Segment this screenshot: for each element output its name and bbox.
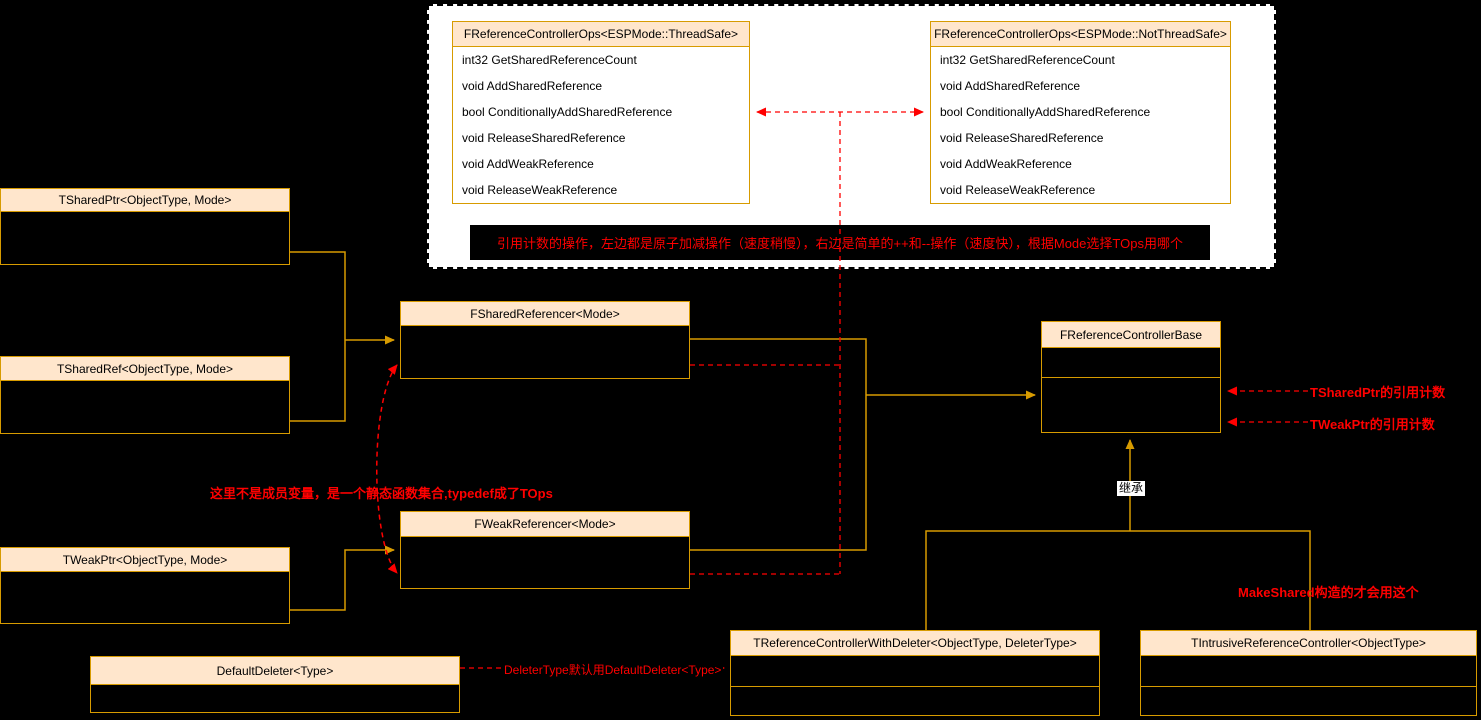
method-row: void ReleaseSharedReference (462, 131, 626, 145)
edge-tops-curve[interactable] (376, 364, 398, 574)
class-fsharedreferencer[interactable]: FSharedReferencer<Mode> (400, 301, 690, 379)
annotation-tops: 这里不是成员变量，是一个静态函数集合,typedef成了TOps (210, 486, 553, 501)
method-row: void ReleaseWeakReference (940, 183, 1096, 197)
class-title: TSharedPtr<ObjectType, Mode> (1, 189, 289, 212)
edge-inheritance-bracket[interactable] (925, 530, 1311, 630)
class-compartment (731, 686, 1099, 715)
class-body (91, 685, 459, 712)
method-row: int32 GetSharedReferenceCount (462, 53, 637, 67)
method-row: void AddWeakReference (462, 157, 594, 171)
method-row: void AddWeakReference (940, 157, 1072, 171)
class-methods: int32 GetSharedReferenceCount void AddSha… (931, 47, 1230, 203)
class-body (1, 381, 289, 433)
class-compartment (731, 656, 1099, 686)
class-title: FWeakReferencer<Mode> (401, 512, 689, 537)
method-row: void ReleaseSharedReference (940, 131, 1104, 145)
class-body (1, 212, 289, 264)
method-row: void ReleaseWeakReference (462, 183, 618, 197)
class-compartment (1042, 377, 1220, 432)
edge-label-inherit: 继承 (1117, 481, 1146, 496)
class-body (401, 326, 689, 378)
annotation-makeshared: MakeShared构造的才会用这个 (1238, 585, 1419, 600)
class-freferencecontrollerops-notthreadsafe[interactable]: FReferenceControllerOps<ESPMode::NotThre… (930, 21, 1231, 204)
class-freferencecontrollerops-threadsafe[interactable]: FReferenceControllerOps<ESPMode::ThreadS… (452, 21, 750, 204)
method-row: bool ConditionallyAddSharedReference (940, 105, 1151, 119)
edge-referencers-join[interactable] (690, 338, 867, 551)
class-title: DefaultDeleter<Type> (91, 657, 459, 685)
class-methods: int32 GetSharedReferenceCount void AddSha… (453, 47, 749, 203)
class-title: TSharedRef<ObjectType, Mode> (1, 357, 289, 381)
method-row: void AddSharedReference (462, 79, 603, 93)
class-body (401, 537, 689, 588)
class-title: FReferenceControllerBase (1042, 322, 1220, 348)
method-row: bool ConditionallyAddSharedReference (462, 105, 673, 119)
class-defaultdeleter[interactable]: DefaultDeleter<Type> (90, 656, 460, 713)
class-tintrusivereferencecontroller[interactable]: TIntrusiveReferenceController<ObjectType… (1140, 630, 1477, 716)
method-row: int32 GetSharedReferenceCount (940, 53, 1115, 67)
class-title: FSharedReferencer<Mode> (401, 302, 689, 326)
method-row: void AddSharedReference (940, 79, 1081, 93)
class-title: FReferenceControllerOps<ESPMode::NotThre… (931, 22, 1230, 47)
class-treferencecontrollerwithdeleter[interactable]: TReferenceControllerWithDeleter<ObjectTy… (730, 630, 1100, 716)
annotation-sharedptr-count: TSharedPtr的引用计数 (1310, 385, 1446, 400)
class-compartment (1141, 686, 1476, 715)
class-title: TIntrusiveReferenceController<ObjectType… (1141, 631, 1476, 656)
class-tweakptr[interactable]: TWeakPtr<ObjectType, Mode> (0, 547, 290, 624)
class-compartment (1141, 656, 1476, 686)
class-title: TReferenceControllerWithDeleter<ObjectTy… (731, 631, 1099, 656)
edge-tweakptr-to-fweakreferencer[interactable] (290, 545, 395, 611)
class-compartment (1042, 348, 1220, 377)
class-fweakreferencer[interactable]: FWeakReferencer<Mode> (400, 511, 690, 589)
class-freferencecontrollerbase[interactable]: FReferenceControllerBase (1041, 321, 1221, 433)
edge-tsharedptr-tsharedref-join[interactable] (290, 251, 346, 422)
class-body (1, 572, 289, 623)
class-tsharedptr[interactable]: TSharedPtr<ObjectType, Mode> (0, 188, 290, 265)
class-tsharedref[interactable]: TSharedRef<ObjectType, Mode> (0, 356, 290, 434)
annotation-deletertype-default: DeleterType默认用DefaultDeleter<Type> (502, 661, 724, 678)
annotation-weakptr-count: TWeakPtr的引用计数 (1310, 417, 1435, 432)
class-title: FReferenceControllerOps<ESPMode::ThreadS… (453, 22, 749, 47)
class-title: TWeakPtr<ObjectType, Mode> (1, 548, 289, 572)
